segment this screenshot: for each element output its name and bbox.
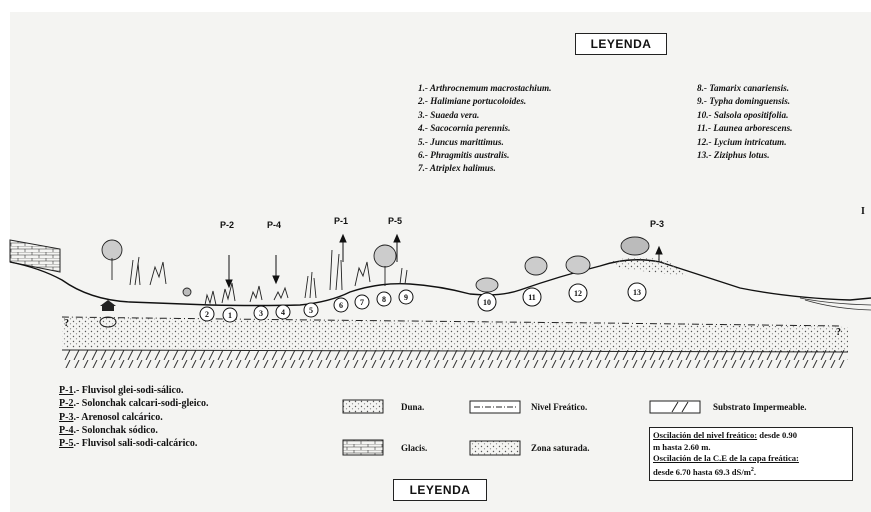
glacis-swatch	[342, 439, 384, 456]
profile-label: P-5	[388, 216, 402, 226]
dune-stipple	[610, 257, 690, 276]
species-item: 7.- Atriplex halimus.	[418, 163, 496, 174]
profile-label: P-1	[334, 216, 348, 226]
plant-number-circle	[199, 306, 215, 322]
plant-number-circle	[333, 297, 349, 313]
plant-number-circle	[398, 289, 414, 305]
plant-number-circle	[522, 287, 542, 307]
legend-saturated-label: Zona saturada.	[531, 443, 590, 453]
plant-number-circle	[303, 302, 319, 318]
plant-number: 8	[382, 295, 386, 304]
saturated-swatch	[469, 440, 521, 456]
species-item: 5.- Juncus marittimus.	[418, 136, 504, 147]
species-item: 2.- Halimiane portucoloides.	[418, 96, 527, 107]
species-item: 1.- Arthrocnemum macrostachium.	[418, 83, 552, 93]
left-edge-mark: ?	[64, 318, 69, 329]
legend-duna-label: Duna.	[401, 402, 425, 412]
legend-title-top: LEYENDA	[575, 33, 667, 55]
species-item: 8.- Tamarix canariensis.	[697, 83, 790, 93]
ground-surface	[9, 259, 871, 307]
saturated-zone	[62, 317, 848, 352]
species-item: 11.- Launea arborescens.	[697, 123, 793, 134]
plant-number-circle	[376, 291, 392, 307]
legend-water-table-label: Nivel Freático.	[531, 402, 588, 412]
species-item: 13.- Ziziphus lotus.	[697, 150, 770, 161]
plant-number: 6	[339, 301, 343, 310]
soil-item: P-3.- Arenosol calcárico.	[59, 411, 163, 423]
species-item: 3.- Suaeda vera.	[418, 109, 480, 120]
plant-number-circle	[568, 283, 588, 303]
impermeable-substrate	[62, 350, 848, 368]
plant-number-circle	[275, 304, 291, 320]
plant-number: 1	[228, 311, 232, 320]
well-icon	[99, 300, 117, 328]
soil-item: P-4.- Solonchak sódico.	[59, 424, 158, 436]
plant-sketches	[101, 236, 650, 306]
plant-number: 5	[309, 306, 313, 315]
species-item: 12.- Lycium intricatum.	[697, 136, 787, 147]
plant-number: 13	[633, 288, 641, 297]
species-item: 9.- Typha dominguensis.	[697, 96, 791, 107]
plant-number: 4	[281, 308, 285, 317]
plant-number: 11	[528, 293, 536, 302]
plant-number-circle	[627, 282, 647, 302]
species-list-left: 1.- Arthrocnemum macrostachium. 2.- Hali…	[418, 82, 551, 176]
glacis-block	[9, 239, 61, 273]
plant-number: 7	[360, 298, 364, 307]
species-item: 4.- Sacocornia perennis.	[418, 123, 511, 134]
far-right-mark: I	[861, 206, 865, 217]
profile-label: P-4	[267, 220, 281, 230]
soil-item: P-1.- Fluvisol glei-sodi-sálico.	[59, 385, 184, 396]
profile-label: P-2	[220, 220, 234, 230]
species-item: 6.- Phragmitis australis.	[418, 150, 510, 161]
plant-number: 2	[205, 310, 209, 319]
profile-label: P-3	[650, 219, 664, 229]
plant-number: 9	[404, 293, 408, 302]
duna-swatch	[342, 399, 384, 414]
soil-item: P-5.- Fluvisol sali-sodi-calcárico.	[59, 438, 198, 450]
soil-item: P-2.- Solonchak calcari-sodi-gleico.	[59, 398, 209, 410]
water-table-line	[61, 316, 841, 327]
plant-number-circle	[253, 305, 269, 321]
species-list-right: 8.- Tamarix canariensis. 9.- Typha domin…	[697, 82, 792, 162]
plant-number: 10	[483, 298, 491, 307]
plant-number-circle	[222, 307, 238, 323]
profile-labels: P-2 P-4 P-1 P-5 P-3	[220, 216, 664, 230]
right-edge-mark: ?	[836, 327, 841, 338]
legend-substrate-label: Substrato Impermeable.	[713, 402, 807, 412]
plant-number: 3	[259, 309, 263, 318]
legend-glacis-label: Glacis.	[401, 443, 428, 453]
water-table-swatch	[469, 400, 521, 414]
plant-number-circle	[477, 292, 497, 312]
legend-symbols	[342, 399, 701, 456]
plant-number-circle	[354, 294, 370, 310]
species-item: 10.- Salsola opositifolia.	[697, 109, 789, 120]
soil-type-list: P-1.- Fluvisol glei-sodi-sálico. P-2.- S…	[59, 384, 208, 450]
legend-title-bottom: LEYENDA	[393, 479, 487, 501]
profile-arrows	[225, 233, 663, 289]
oscillation-note: Oscilación del nivel freático: desde 0.9…	[649, 427, 853, 481]
plant-number: 12	[574, 289, 582, 298]
